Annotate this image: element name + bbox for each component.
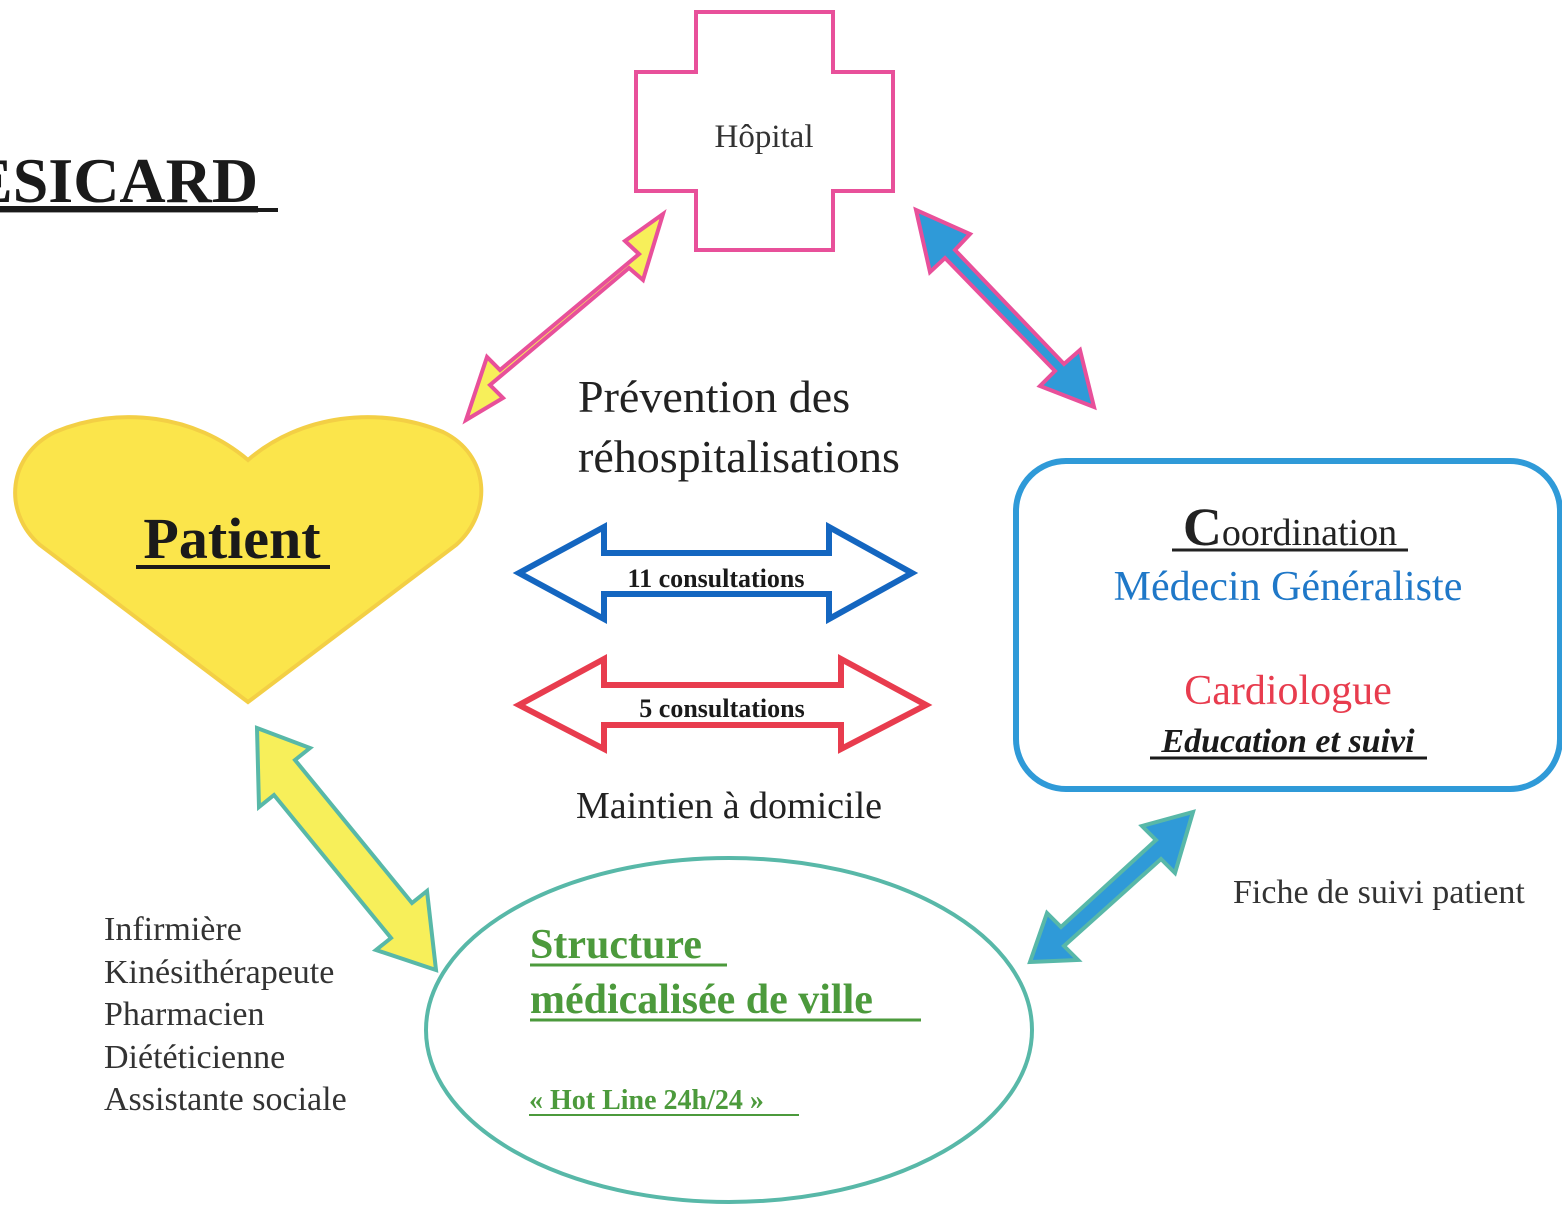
structure-ellipse	[424, 856, 1034, 1204]
professional-item: Assistante sociale	[104, 1081, 347, 1118]
red-arrow-label: 5 consultations	[639, 694, 804, 723]
patient-heart	[13, 415, 484, 705]
professional-item: Infirmière	[104, 911, 242, 948]
prevention-line-1: Prévention des	[578, 371, 850, 422]
hospital-label: Hôpital	[715, 119, 814, 155]
blue-arrow-label: 11 consultations	[628, 564, 805, 593]
hospital-coordination-arrow	[913, 206, 1097, 411]
diagram-title: ESICARD	[0, 145, 258, 216]
professional-item: Pharmacien	[104, 996, 265, 1033]
fiche-label: Fiche de suivi patient	[1233, 874, 1525, 911]
professional-item: Kinésithérapeute	[104, 954, 334, 991]
maintien-label: Maintien à domicile	[576, 785, 882, 827]
red-consultation-arrow: 5 consultations	[512, 653, 933, 754]
coordination-initial: C	[1183, 497, 1222, 557]
hotline-label: « Hot Line 24h/24 »	[529, 1085, 764, 1116]
prevention-line-2: réhospitalisations	[578, 431, 900, 482]
education-label: Education et suivi	[1160, 723, 1415, 760]
blue-consultation-arrow: 11 consultations	[512, 521, 919, 625]
patient-label: Patient	[143, 506, 321, 571]
professional-item: Diététicienne	[104, 1039, 285, 1076]
cardio-label: Cardiologue	[1184, 668, 1392, 714]
structure-coordination-arrow	[1027, 809, 1196, 965]
patient-hospital-arrow	[462, 208, 667, 425]
coordination-rest: oordination	[1222, 512, 1397, 554]
gp-label: Médecin Généraliste	[1114, 564, 1463, 610]
hospital-cross	[634, 10, 895, 252]
coordination-box	[1013, 458, 1562, 792]
structure-line-2: médicalisée de ville	[530, 977, 873, 1023]
structure-line-1: Structure	[530, 922, 702, 968]
patient-structure-arrow	[254, 725, 439, 973]
coordination-title: Coordination	[1183, 497, 1397, 557]
professionals-list: Infirmière Kinésithérapeute Pharmacien D…	[104, 911, 347, 1118]
